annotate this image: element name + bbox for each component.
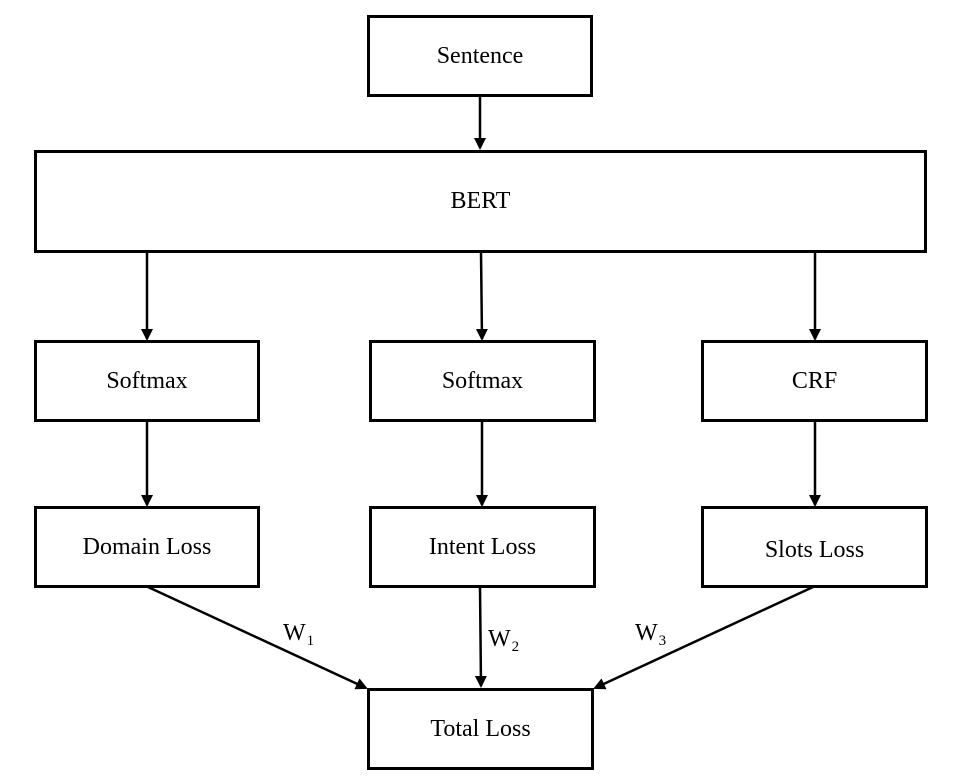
node-bert: BERT: [34, 150, 927, 253]
node-sentence: Sentence: [367, 15, 593, 97]
node-softmax-domain: Softmax: [34, 340, 260, 422]
node-crf: CRF: [701, 340, 928, 422]
weight-label-w3: W3: [635, 621, 666, 649]
weight-w3-base: W: [635, 620, 658, 646]
node-intent-loss: Intent Loss: [369, 506, 596, 588]
node-domain-loss: Domain Loss: [34, 506, 260, 588]
weight-w2-sub: 2: [511, 639, 520, 655]
node-slots-loss: Slots Loss: [701, 506, 928, 588]
weight-label-w2: W2: [488, 627, 519, 655]
node-softmax-intent: Softmax: [369, 340, 596, 422]
weight-w2-base: W: [488, 626, 511, 652]
weight-w1-base: W: [283, 620, 306, 646]
weight-label-w1: W1: [283, 621, 314, 649]
weight-w1-sub: 1: [306, 633, 315, 649]
weight-w3-sub: 3: [658, 633, 667, 649]
edge-slots-loss-to-total-loss: [593, 585, 814, 690]
node-total-loss: Total Loss: [367, 688, 594, 770]
edge-intent-loss-to-total-loss: [474, 586, 487, 688]
edge-domain-loss-to-total-loss: [147, 585, 368, 690]
edge-bert-to-softmax-intent: [475, 251, 488, 341]
